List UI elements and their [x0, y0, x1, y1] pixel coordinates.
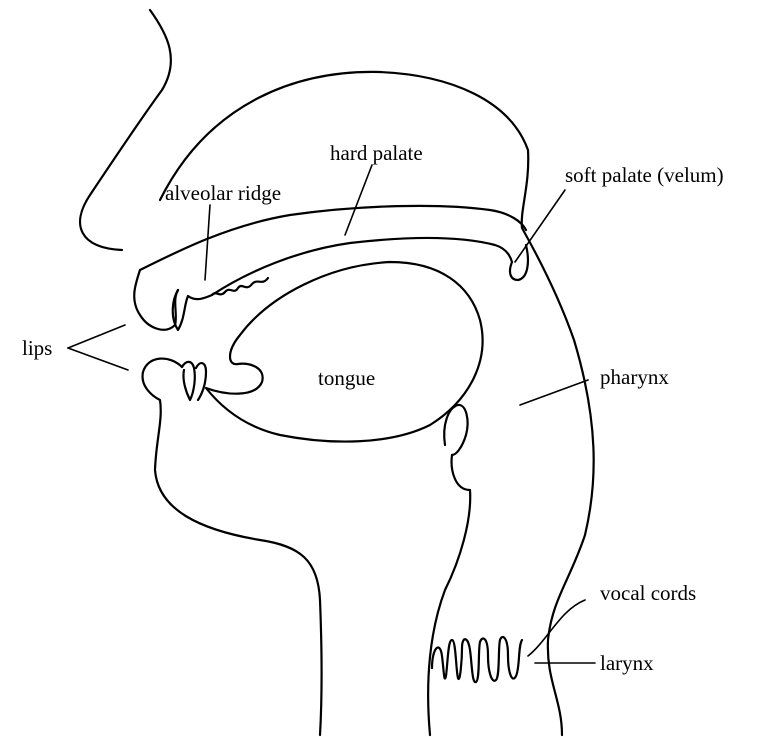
pharynx-front-wall: [428, 455, 470, 735]
lower-lip-outline: [143, 359, 322, 735]
upper-lip-outline: [134, 270, 178, 330]
tongue-outline: [206, 262, 483, 442]
lips-leader-lower: [68, 348, 128, 370]
label-soft-palate: soft palate (velum): [565, 163, 724, 187]
nose-outline: [80, 10, 171, 250]
lower-teeth-outline: [182, 362, 206, 400]
label-tongue: tongue: [318, 366, 375, 390]
label-lips: lips: [22, 336, 52, 360]
label-hard-palate: hard palate: [330, 141, 423, 165]
label-larynx: larynx: [600, 651, 654, 675]
label-vocal-cords: vocal cords: [600, 581, 696, 605]
label-pharynx: pharynx: [600, 365, 669, 389]
label-alveolar-ridge: alveolar ridge: [165, 181, 281, 205]
hard-palate-leader: [345, 165, 372, 235]
pharynx-leader: [520, 380, 588, 405]
palate-upper-line: [140, 206, 526, 270]
head-outline: [160, 72, 594, 735]
velum-outline: [510, 245, 528, 280]
vocal-cords-squiggle: [432, 637, 522, 682]
upper-teeth-outline: [173, 278, 268, 330]
lips-leader-upper: [68, 325, 125, 348]
alveolar-ridge-leader: [205, 205, 210, 280]
palate-lower-line: [212, 238, 512, 295]
vocal-cords-leader: [528, 600, 585, 656]
